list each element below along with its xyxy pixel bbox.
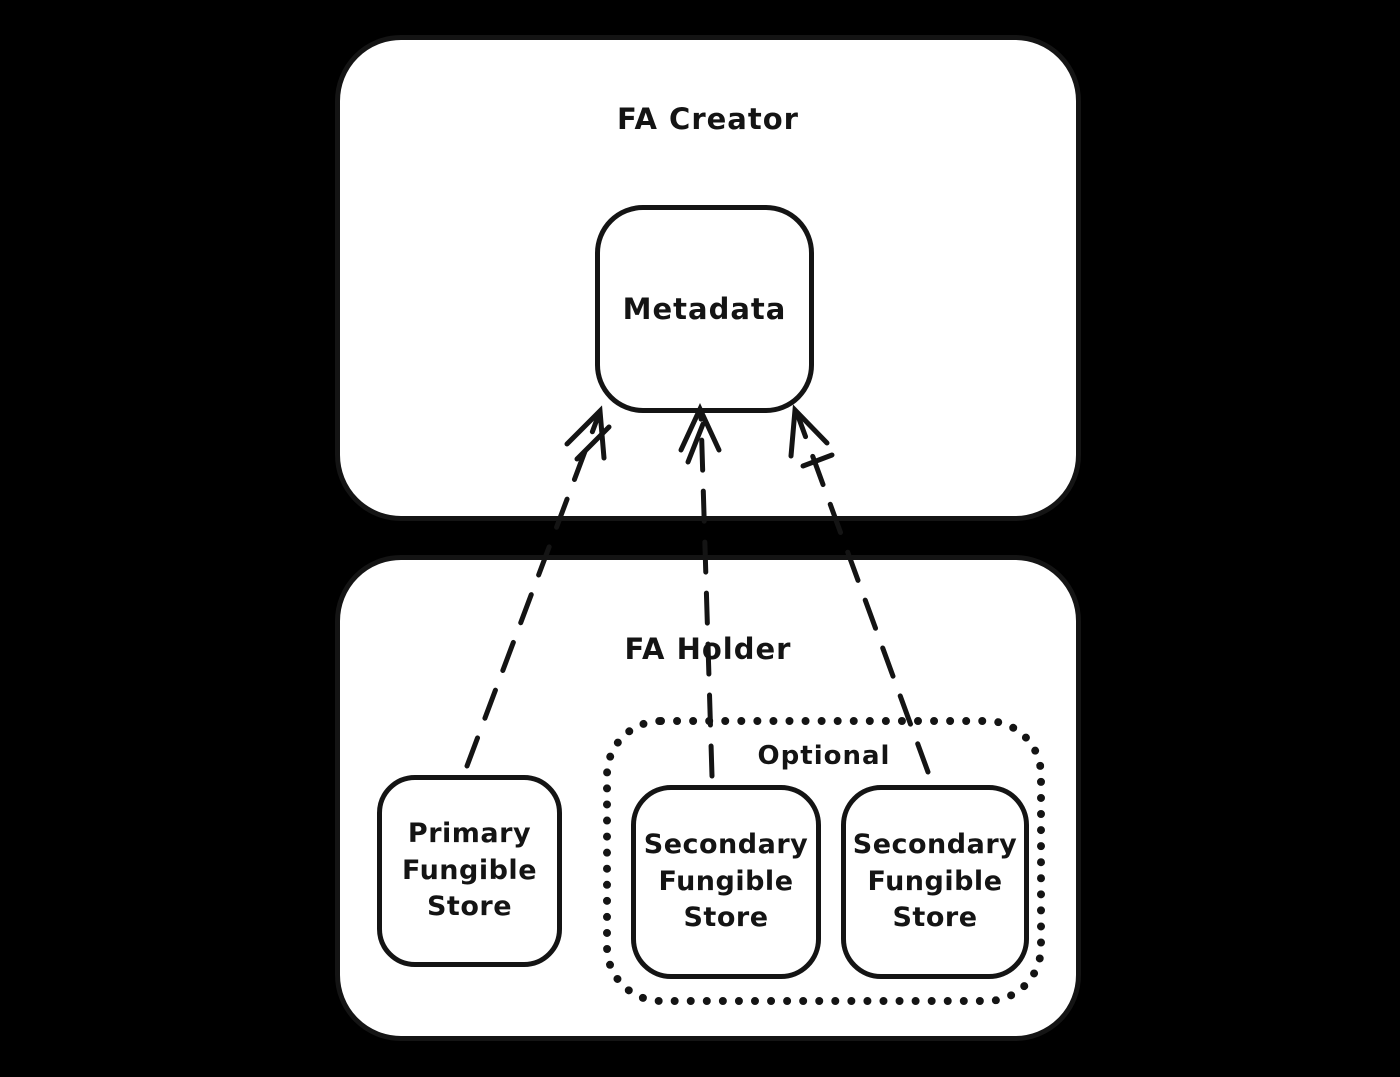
fa-holder-panel: FA Holder Primary Fungible Store Optiona… <box>335 555 1081 1041</box>
fa-holder-title: FA Holder <box>624 632 792 666</box>
primary-fungible-store-box: Primary Fungible Store <box>377 775 562 967</box>
optional-group-box: Optional Secondary Fungible Store Second… <box>603 717 1045 1005</box>
fa-creator-title: FA Creator <box>617 102 799 136</box>
secondary-fungible-store-box-2: Secondary Fungible Store <box>841 785 1029 979</box>
secondary-fungible-store-box-1: Secondary Fungible Store <box>631 785 821 979</box>
primary-fungible-store-label: Primary Fungible Store <box>401 818 538 923</box>
secondary-fungible-store-label-1: Secondary Fungible Store <box>643 829 809 934</box>
metadata-box: Metadata <box>595 205 814 413</box>
secondary-fungible-store-label-2: Secondary Fungible Store <box>852 829 1018 934</box>
fa-creator-panel: FA Creator Metadata <box>335 35 1081 521</box>
optional-group-label: Optional <box>757 741 891 771</box>
metadata-label: Metadata <box>622 292 787 326</box>
